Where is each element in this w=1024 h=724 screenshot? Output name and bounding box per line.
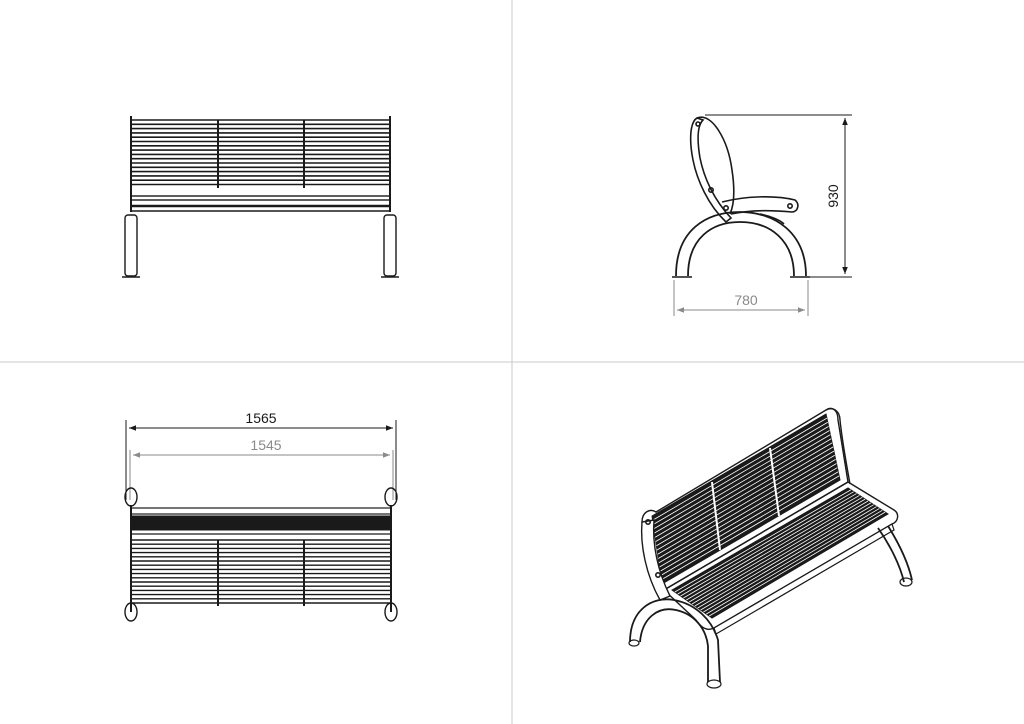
slat-line (697, 504, 874, 609)
slat-line (660, 471, 839, 576)
slat-line (686, 496, 863, 601)
slat-line (708, 511, 886, 617)
slat-line (652, 417, 828, 521)
slat-line (661, 475, 840, 581)
slat-line (658, 454, 835, 559)
slat-line (703, 508, 880, 613)
top-view (124, 487, 398, 622)
slat-line (657, 450, 835, 555)
backrest-top-rail (130, 515, 392, 531)
side-view (672, 116, 810, 278)
slat-line (674, 489, 852, 593)
slat-line (654, 434, 831, 538)
slat-line (656, 446, 834, 551)
slat-line (653, 426, 829, 530)
front-left-leg (124, 214, 138, 277)
front-view (122, 116, 399, 278)
height-label: 930 (825, 184, 841, 208)
slat-line (694, 502, 872, 607)
side-height-dimension: 930 (705, 114, 852, 278)
front-right-leg (383, 214, 397, 277)
slat-line (659, 467, 838, 572)
slat-line (659, 463, 837, 568)
front-slats (131, 119, 390, 186)
slat-line (700, 506, 877, 611)
isometric-view (628, 407, 913, 689)
slat-line (691, 500, 869, 605)
top-slats (131, 539, 391, 604)
slat-line (653, 421, 828, 525)
top-view-dimensions: 1565 1545 (125, 410, 397, 500)
slat-line (656, 442, 833, 547)
slat-line (680, 493, 857, 597)
slat-line (706, 509, 883, 615)
slat-line (677, 491, 854, 595)
slat-line (688, 498, 866, 603)
depth-label: 780 (734, 292, 758, 308)
slat-line (658, 459, 836, 564)
inner-length-label: 1545 (250, 437, 281, 453)
slat-line (683, 495, 860, 599)
overall-length-label: 1565 (245, 410, 276, 426)
slat-line (655, 438, 832, 542)
side-depth-dimension: 780 (673, 280, 809, 316)
slat-line (654, 430, 830, 534)
